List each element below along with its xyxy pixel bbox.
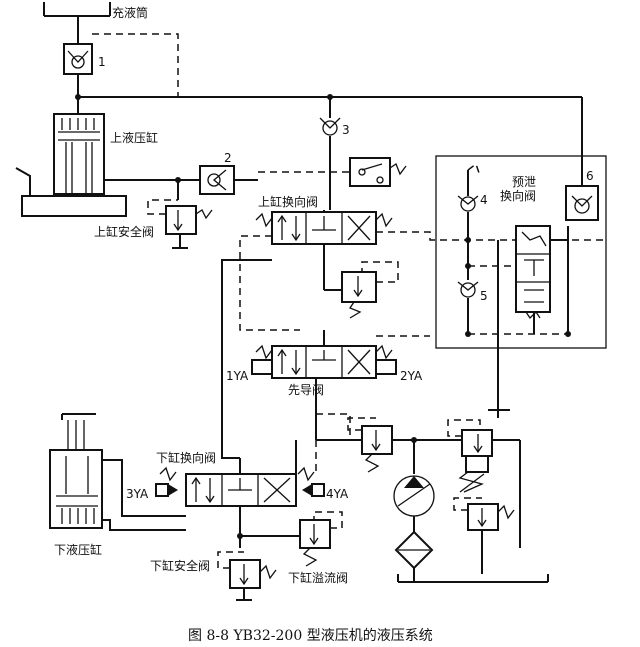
check-valve-1 [63,43,93,114]
upper-directional-valve-label: 上缸换向阀 [258,194,318,209]
valve-number-5: 5 [480,289,488,303]
upper-cylinder [53,113,105,195]
pressure-switch [330,157,407,187]
check-valve-5 [457,281,479,334]
pump-circuit [393,440,549,583]
fill-tank-label: 充液筒 [112,5,148,20]
main-relief-stack [447,419,515,574]
lower-relief-valve-label: 下缸溢流阀 [288,570,348,585]
solenoid-1ya: 1YA [226,369,249,383]
pre-release-label-1: 预泄 [512,175,536,189]
lower-cylinder-label: 下液压缸 [54,542,102,557]
check-valve-3 [319,97,341,210]
check-valve-2 [199,165,258,195]
valve-number-2: 2 [224,151,232,165]
upper-safety-valve-label: 上缸安全阀 [94,224,154,239]
pilot-valve [251,344,397,379]
lower-safety-valve-label: 下缸安全阀 [150,558,210,573]
pre-release-valve-frame [435,155,607,349]
upper-cylinder-label: 上液压缸 [110,130,158,145]
valve-number-3: 3 [342,123,350,137]
upper-directional-valve [255,211,393,245]
upper-relief-valve [341,261,399,319]
lower-safety-valve [217,551,277,601]
pre-release-spool [515,225,551,320]
lower-directional-valve-label: 下缸换向阀 [156,450,216,465]
valve-number-6: 6 [586,169,594,183]
pilot-valve-label: 先导阀 [288,383,324,397]
pump-relief-valve [347,417,393,473]
upper-safety-valve [147,199,213,249]
check-valve-6 [565,168,599,221]
solenoid-3ya: 3YA [126,487,149,501]
figure-caption: 图 8-8 YB32-200 型液压机的液压系统 [188,628,433,644]
valve-number-4: 4 [480,193,488,207]
solenoid-2ya: 2YA [400,369,423,383]
solenoid-4ya: 4YA [326,487,349,501]
lower-relief-valve [299,511,343,567]
lower-cylinder [49,420,103,529]
valve-number-1: 1 [98,55,106,69]
fill-tank [43,2,111,44]
pre-release-label-2: 换向阀 [500,188,536,203]
